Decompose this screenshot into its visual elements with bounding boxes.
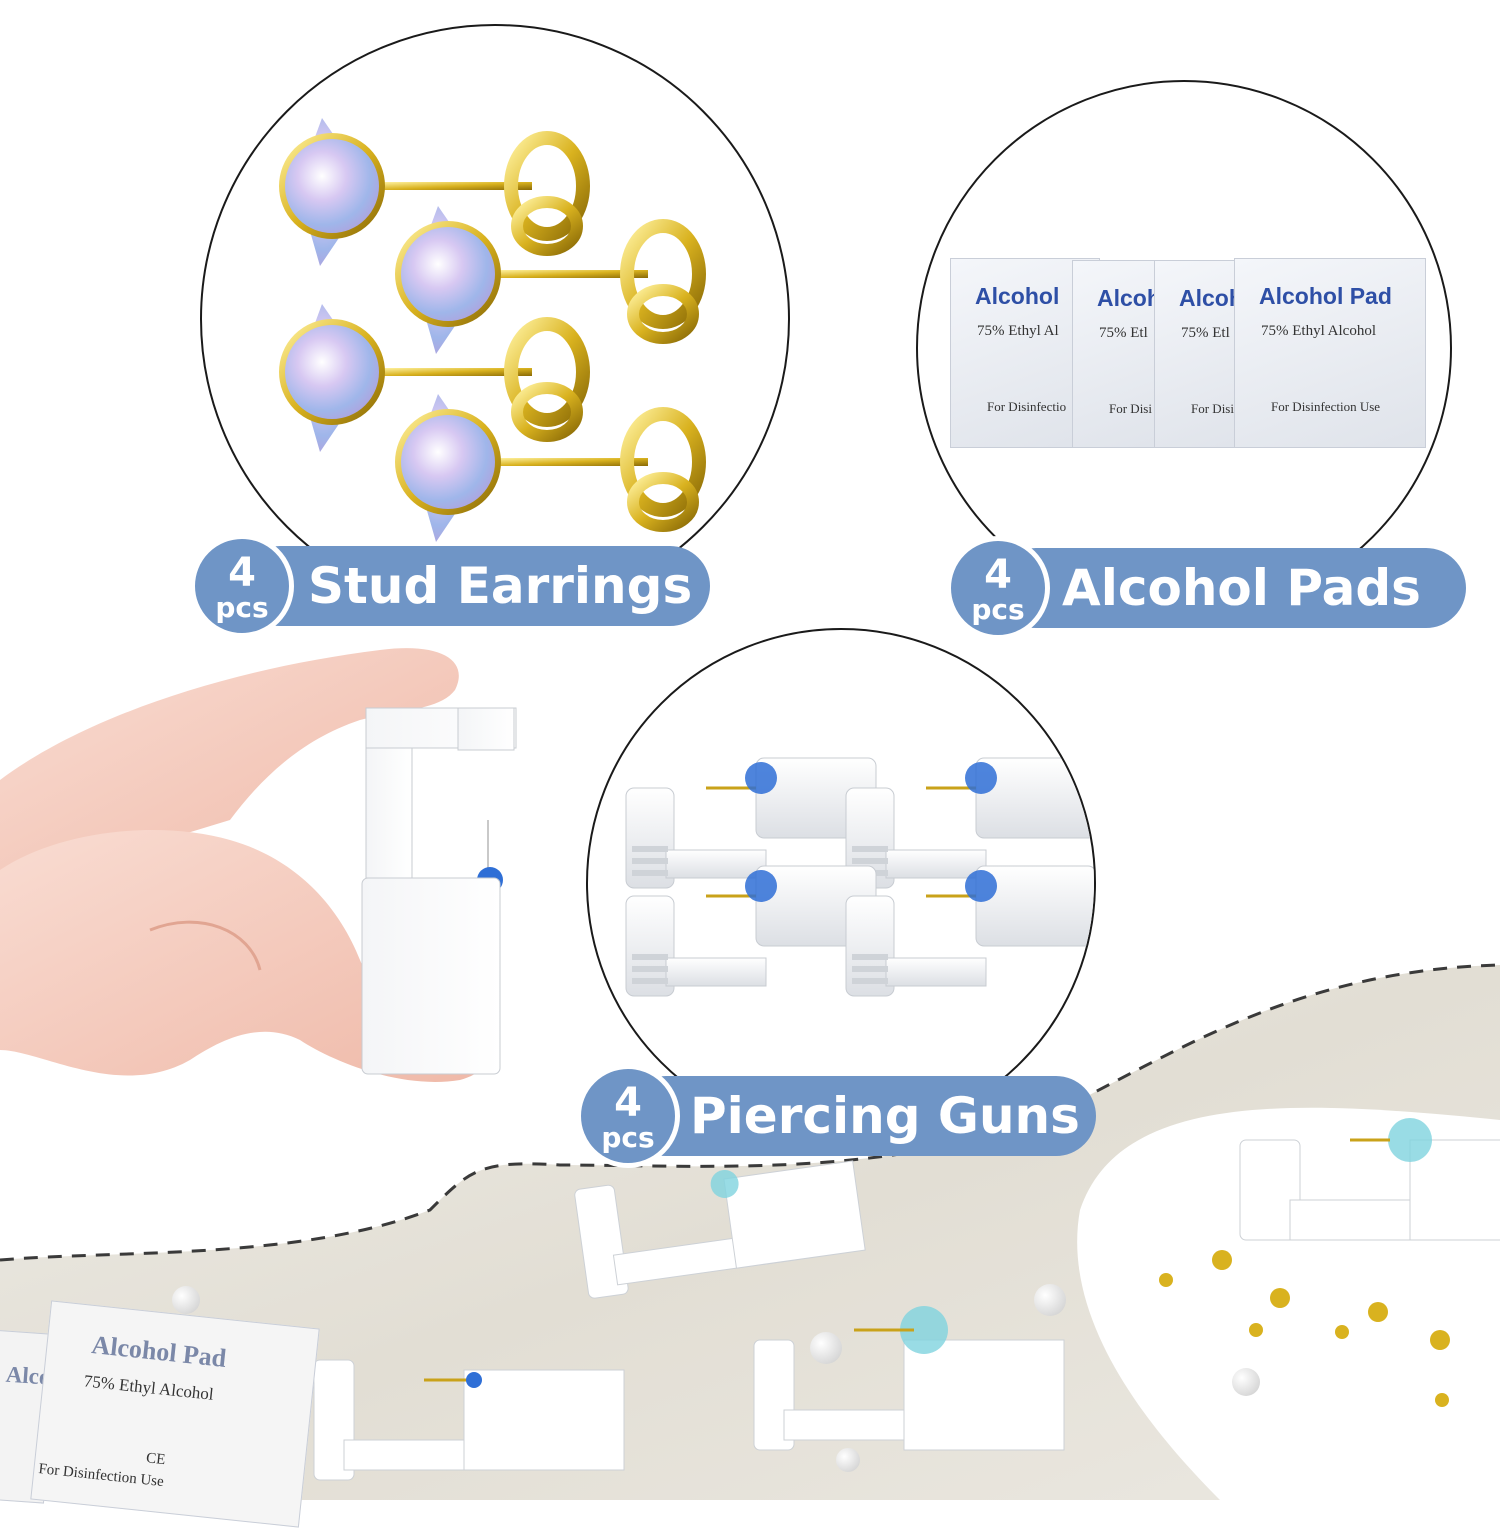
pad-subtitle: 75% Etl — [1099, 325, 1148, 341]
alcohol-pads-photo: Alcohol 75% Ethyl Al For Disinfectio Alc… — [916, 80, 1452, 616]
alcohol-pads-badge: 4 pcs Alcohol Pads — [946, 536, 1466, 640]
count-number: 4 — [614, 1080, 642, 1126]
pad-footer: For Disi — [1109, 401, 1152, 416]
pad-footer: For Disi — [1191, 401, 1234, 416]
pad-title: Alcoh — [1097, 285, 1161, 311]
stud-earrings-badge: 4 pcs Stud Earrings — [190, 534, 710, 638]
ce-mark: CE — [145, 1450, 167, 1469]
pad-subtitle: 75% Ethyl Alcohol — [82, 1371, 215, 1404]
count-unit: pcs — [215, 591, 269, 624]
pad-title: Alcoh — [1179, 285, 1243, 311]
alcohol-pad-icon: Alcohol Pad 75% Ethyl Alcohol CE For Dis… — [30, 1300, 320, 1528]
piercing-gun-icon — [625, 757, 1094, 997]
count-unit: pcs — [601, 1121, 655, 1154]
badge-label: Alcohol Pads — [1062, 559, 1421, 617]
alcohol-pad-icon: Alcohol Pad 75% Ethyl Alcohol For Disinf… — [1234, 258, 1426, 448]
hand-holding-gun-photo — [0, 648, 517, 1082]
count-unit: pcs — [971, 593, 1025, 626]
pearl-icon — [1034, 1284, 1066, 1316]
count-circle: 4 pcs — [946, 536, 1050, 640]
count-circle: 4 pcs — [190, 534, 294, 638]
count-number: 4 — [228, 550, 256, 596]
badge-label: Stud Earrings — [308, 557, 693, 615]
count-number: 4 — [984, 552, 1012, 598]
pad-subtitle: 75% Ethyl Alcohol — [1261, 323, 1376, 339]
pad-subtitle: 75% Ethyl Al — [977, 323, 1059, 339]
pad-subtitle: 75% Etl — [1181, 325, 1230, 341]
pad-footer: For Disinfectio — [987, 399, 1067, 414]
pad-title: Alcohol Pad — [1259, 283, 1392, 309]
pearl-icon — [836, 1448, 860, 1472]
pearl-icon — [172, 1286, 200, 1314]
count-circle: 4 pcs — [576, 1064, 680, 1168]
bottom-scene — [0, 963, 1500, 1500]
pad-title: Alcohol — [975, 283, 1060, 309]
pad-title: Alcohol Pad — [90, 1330, 228, 1373]
stud-earrings-photo — [200, 24, 790, 614]
piercing-guns-photo — [586, 628, 1096, 1138]
pearl-icon — [1232, 1368, 1260, 1396]
piercing-guns-badge: 4 pcs Piercing Guns — [576, 1064, 1096, 1168]
pearl-icon — [810, 1332, 842, 1364]
pad-footer: For Disinfection Use — [1271, 399, 1381, 414]
stud-earring-icon — [279, 118, 706, 542]
badge-label: Piercing Guns — [690, 1087, 1080, 1145]
